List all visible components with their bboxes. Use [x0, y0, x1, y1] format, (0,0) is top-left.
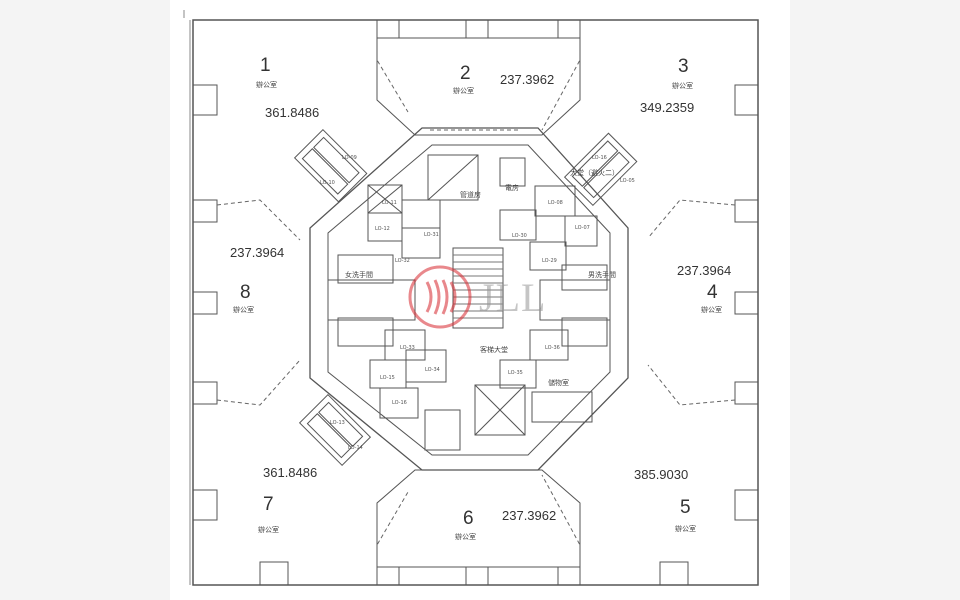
unit-1-area: 361.8486: [265, 105, 320, 120]
unit-5-area: 385.9030: [634, 467, 689, 482]
ladies-wc: [337, 254, 394, 284]
refuge-box-upper-right: [563, 132, 638, 207]
gents-wc-label: 男洗手間: [588, 271, 616, 279]
lift-bank-lower-left: [369, 329, 447, 419]
lift-tag: LO-29: [542, 258, 557, 264]
floor-plan-sheet: 1 辦公室 361.8486 2 辦公室 237.3962 3 辦公室 349.…: [170, 0, 790, 600]
core-outline: [309, 127, 629, 471]
machine-room: [427, 154, 479, 201]
unit-7-number: 7: [263, 494, 274, 515]
lift-tag: LO-34: [425, 367, 440, 373]
lift-tag: LO-13: [330, 420, 345, 426]
lift-bank-upper-left: [367, 184, 441, 259]
structural-columns: [192, 19, 759, 586]
jll-watermark: JLL: [405, 262, 555, 332]
lift-tag: LO-16: [392, 400, 407, 406]
unit-5-caption: 辦公室: [675, 525, 696, 533]
unit-8-area: 237.3964: [230, 245, 285, 260]
unit-6-caption: 辦公室: [455, 533, 476, 541]
lift-tag: LO-35: [508, 370, 523, 376]
unit-3-caption: 辦公室: [672, 82, 693, 90]
gents-wc: [561, 264, 608, 291]
jll-logo-icon: [408, 265, 472, 329]
elec-room: [499, 157, 526, 187]
unit-2-caption: 辦公室: [453, 87, 474, 95]
unit-partitions: [216, 40, 736, 565]
unit-2-number: 2: [460, 63, 471, 84]
lift-tag: LO-09: [342, 155, 357, 161]
core-inner: [327, 144, 611, 456]
unit-2-area: 237.3962: [500, 72, 555, 87]
refuge-lobby-label: 大堂（避火二）: [570, 169, 619, 177]
lift-tag: LO-36: [545, 345, 560, 351]
lift-tag: LO-08: [548, 200, 563, 206]
lift-tag: LO-10: [320, 180, 335, 186]
lift-tag: LO-31: [424, 232, 439, 238]
lift-tag: LO-14: [348, 445, 363, 451]
lift-tag: LO-05: [620, 178, 635, 184]
unit-7-caption: 辦公室: [258, 526, 279, 534]
lift-tag: LO-15: [380, 375, 395, 381]
machine-room-label: 管道房: [460, 191, 481, 199]
unit-6-number: 6: [463, 508, 474, 529]
unit-7-area: 361.8486: [263, 465, 318, 480]
unit-3-area: 349.2359: [640, 100, 695, 115]
lift-tag: LO-12: [375, 226, 390, 232]
lift-tag: LO-33: [400, 345, 415, 351]
refuge-box-lower-left: [298, 393, 372, 467]
unit-5-number: 5: [680, 497, 691, 518]
brand-text: JLL: [479, 275, 547, 320]
bay-unit-2: [376, 37, 581, 136]
bay-unit-6: [376, 469, 581, 568]
elec-room-label: 電房: [505, 184, 519, 192]
lift-bank-upper-right: [499, 185, 598, 271]
lift-tag: LO-16: [592, 155, 607, 161]
refuge-box-upper-left: [293, 128, 368, 203]
unit-4-number: 4: [707, 282, 718, 303]
store-room-label: 儲物室: [548, 379, 569, 387]
unit-8-number: 8: [240, 282, 251, 303]
unit-1-caption: 辦公室: [256, 81, 277, 89]
lift-lobby-label: 客梯大堂: [480, 346, 508, 354]
ladies-wc-label: 女洗手間: [345, 271, 373, 279]
floor-plan-drawing: [183, 10, 759, 586]
lift-tag: LO-32: [395, 258, 410, 264]
unit-1-number: 1: [260, 55, 271, 76]
unit-6-area: 237.3962: [502, 508, 557, 523]
unit-3-number: 3: [678, 56, 689, 77]
unit-8-caption: 辦公室: [233, 306, 254, 314]
lift-tag: LO-30: [512, 233, 527, 239]
lift-tag: LO-11: [382, 200, 397, 206]
lift-tag: LO-07: [575, 225, 590, 231]
lift-bank-lower-right: [474, 329, 593, 436]
unit-4-caption: 辦公室: [701, 306, 722, 314]
unit-4-area: 237.3964: [677, 263, 732, 278]
